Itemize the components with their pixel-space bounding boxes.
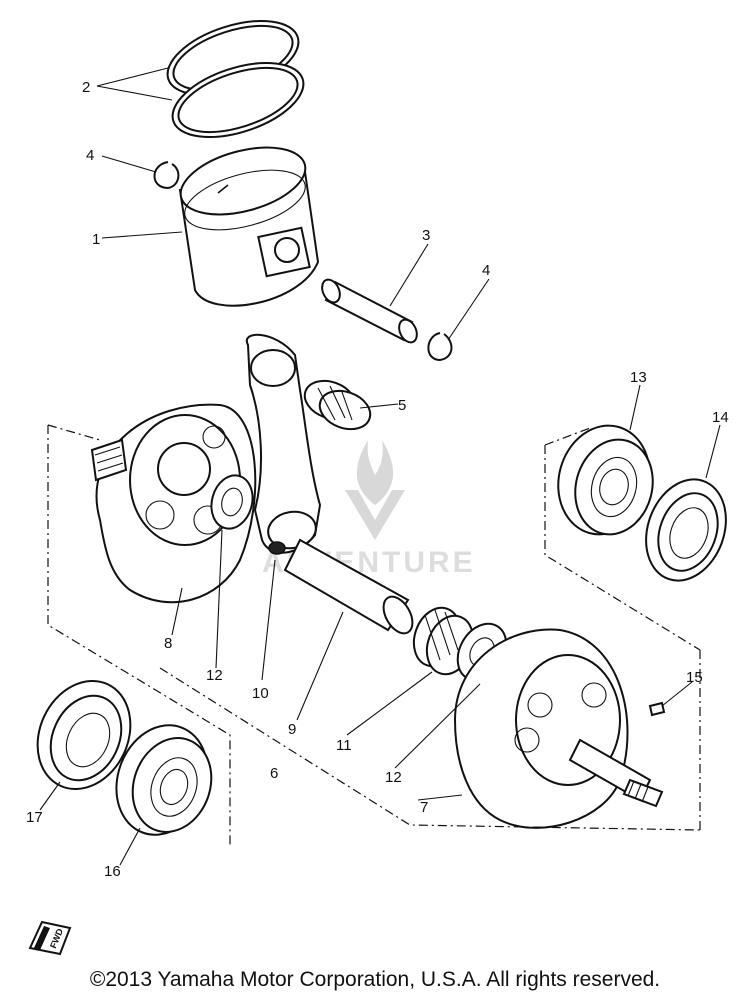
front-arrow-icon: FWD xyxy=(28,920,72,956)
callout-3: 3 xyxy=(422,227,430,244)
callout-14: 14 xyxy=(712,409,729,426)
callout-8: 8 xyxy=(164,635,172,652)
woodruff-key xyxy=(648,701,666,717)
bearing-13 xyxy=(557,424,654,536)
callout-5: 5 xyxy=(398,397,406,414)
callout-15: 15 xyxy=(686,669,703,686)
callout-7: 7 xyxy=(420,799,428,816)
leader-lines xyxy=(39,67,721,866)
crankshaft-piston-exploded-diagram: ADVENTURE xyxy=(26,20,729,880)
crank-web-left xyxy=(90,403,257,604)
callout-numbers: 2 4 1 3 4 5 13 14 15 8 12 10 9 6 11 12 7… xyxy=(26,79,729,880)
callout-1: 1 xyxy=(92,231,100,248)
callout-11: 11 xyxy=(336,737,352,754)
callout-17: 17 xyxy=(26,809,43,826)
callout-9: 9 xyxy=(288,721,296,738)
assembly-outlines xyxy=(47,424,701,845)
callout-4a: 4 xyxy=(86,147,94,164)
crank-web-right xyxy=(453,628,664,829)
connecting-rod xyxy=(245,333,322,555)
crank-pin xyxy=(283,538,414,635)
callout-12a: 12 xyxy=(206,667,223,684)
copyright-text: ©2013 Yamaha Motor Corporation, U.S.A. A… xyxy=(89,968,661,991)
callout-16: 16 xyxy=(104,863,121,880)
callout-6: 6 xyxy=(270,765,278,782)
callout-13: 13 xyxy=(630,369,647,386)
circlips xyxy=(153,161,453,362)
oil-seal-17 xyxy=(36,679,132,791)
callout-4b: 4 xyxy=(482,262,490,279)
callout-10: 10 xyxy=(252,685,269,702)
bearing-16 xyxy=(115,724,213,836)
big-end-bearing xyxy=(412,606,475,676)
callout-12b: 12 xyxy=(385,769,402,786)
piston-pin xyxy=(321,278,418,344)
oil-seal-14 xyxy=(645,478,727,582)
callout-2: 2 xyxy=(82,79,90,96)
piston xyxy=(178,146,320,307)
small-end-bearing xyxy=(303,379,372,431)
piston-rings xyxy=(166,20,305,138)
